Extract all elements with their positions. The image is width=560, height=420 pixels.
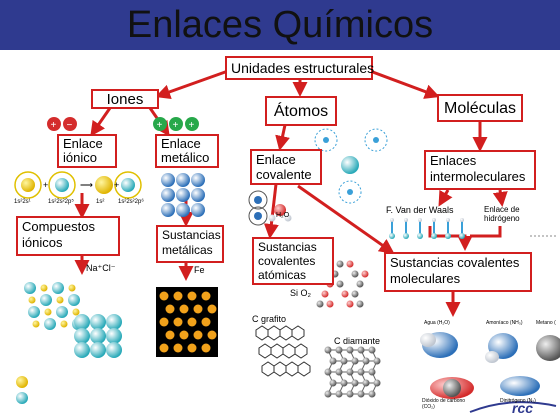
- diamond-illustration: [324, 346, 381, 398]
- label-nacl: Na⁺Cl⁻: [86, 263, 116, 273]
- svg-text:+: +: [157, 120, 163, 131]
- arrow-atomos-to-enlace-covalente: [275, 124, 290, 151]
- node-atomos: Átomos: [265, 96, 337, 126]
- label-fe: Fe: [194, 265, 205, 275]
- slide-title: Enlaces Químicos: [126, 4, 434, 46]
- label-van-der-waals: F. Van der Waals: [386, 205, 454, 215]
- node-enlace-covalente: Enlace covalente: [250, 149, 322, 185]
- logo-text: rcc: [512, 400, 534, 416]
- svg-text:−: −: [67, 120, 73, 131]
- arrow-unidades-to-iones: [155, 69, 229, 100]
- arrow-unidades-to-moleculas: [369, 69, 440, 99]
- node-enlaces-intermoleculares: Enlaces intermoleculares: [424, 150, 536, 190]
- fe-lattice-illustration: [156, 287, 218, 357]
- covalent-atoms-illustration: [248, 128, 388, 226]
- arrow-intermoleculares-to-vdw: [438, 189, 453, 207]
- node-unidades-estructurales: Unidades estructurales: [225, 56, 374, 80]
- label-enlace-hidrogeno: Enlace de hidrógeno: [484, 205, 520, 223]
- label-dinitrogeno: Dinitrógeno (N₂): [500, 398, 536, 404]
- label-metano: Metano (: [536, 320, 556, 326]
- molecular-models-illustration: [420, 332, 560, 399]
- node-moleculas: Moléculas: [437, 94, 523, 122]
- label-h2o: H₂O: [276, 212, 290, 219]
- svg-text:+: +: [173, 120, 179, 131]
- svg-text:+: +: [114, 180, 119, 190]
- label-config-4: 1s²2s²2p⁶: [118, 199, 144, 205]
- nacl-crystal-illustration: [16, 282, 122, 404]
- label-config-2: 1s²2s²2p⁵: [48, 199, 74, 205]
- label-config-1: 1s²2s¹: [14, 199, 31, 205]
- intermolecular-illustration: [389, 218, 556, 239]
- label-config-3: 1s²: [96, 199, 105, 205]
- connector-arrows: [74, 69, 508, 317]
- node-enlace-ionico: Enlace iónico: [57, 134, 117, 168]
- arrow-iones-to-enlace-ionico: [90, 107, 112, 137]
- node-enlace-metalico: Enlace metálico: [155, 134, 219, 168]
- svg-text:⟶: ⟶: [80, 180, 93, 190]
- label-diamante: C diamante: [334, 336, 381, 346]
- ionic-bond-illustration: + ⟶ +: [14, 171, 142, 199]
- node-sustancias-metalicas: Sustancias metálicas: [156, 225, 224, 263]
- svg-text:+: +: [51, 120, 57, 131]
- svg-text:+: +: [43, 180, 48, 190]
- arrow-covalente-to-atomicas: [263, 183, 279, 239]
- label-agua: Agua (H₂O): [424, 320, 450, 326]
- label-grafito: C grafito: [252, 314, 287, 324]
- label-dioxido: Dióxido de carbono (CO₂): [422, 398, 466, 410]
- label-sio2: Si O₂: [290, 288, 311, 298]
- graphite-illustration: [255, 325, 311, 377]
- svg-text:+: +: [189, 120, 195, 131]
- arrow-intermoleculares-to-hidrogeno: [492, 189, 508, 207]
- node-compuestos-ionicos: Compuestos iónicos: [16, 216, 120, 256]
- node-iones: Iones: [91, 89, 159, 109]
- arrow-hidrogeno-to-moleculares: [470, 226, 502, 238]
- label-amoniaco: Amoníaco (NH₃): [486, 320, 523, 326]
- node-sustancias-covalentes-atomicas: Sustancias covalentes atómicas: [252, 237, 334, 285]
- ion-spheres: + − + + +: [47, 117, 199, 131]
- metallic-lattice-illustration: [161, 173, 205, 217]
- rcc-logo: [469, 401, 557, 413]
- node-sustancias-covalentes-moleculares: Sustancias covalentes moleculares: [384, 252, 532, 292]
- arrow-covalente-to-moleculares: [297, 184, 395, 254]
